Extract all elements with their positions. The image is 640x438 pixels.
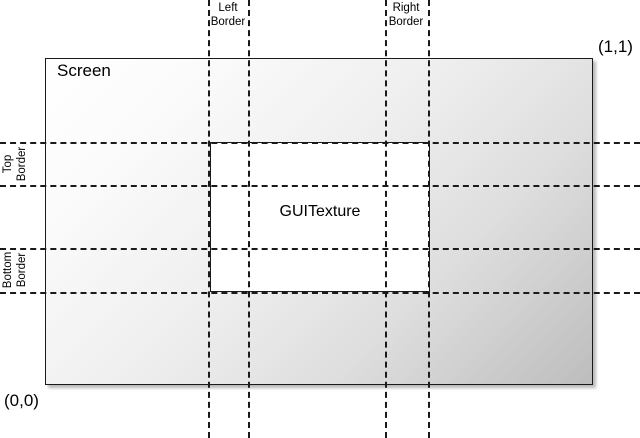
left-border-label: Left Border	[210, 2, 246, 28]
screen-label: Screen	[57, 61, 111, 80]
vertical-guide-right-border-inner	[385, 0, 387, 438]
horizontal-guide-bottom-border-inner	[0, 248, 640, 250]
guitexture-rectangle	[210, 142, 430, 292]
corner-label-bottom-left: (0,0)	[4, 391, 39, 410]
horizontal-guide-bottom-border-outer	[0, 292, 640, 294]
top-border-label: Top Border	[2, 146, 28, 182]
guitexture-label: GUITexture	[279, 203, 361, 220]
corner-label-top-right: (1,1)	[598, 37, 633, 56]
vertical-guide-left-border-outer	[208, 0, 210, 438]
bottom-border-label: Bottom Border	[2, 251, 28, 289]
horizontal-guide-top-border-inner	[0, 185, 640, 187]
vertical-guide-right-border-outer	[428, 0, 430, 438]
right-border-label: Right Border	[388, 2, 424, 28]
horizontal-guide-top-border-outer	[0, 142, 640, 144]
vertical-guide-left-border-inner	[248, 0, 250, 438]
